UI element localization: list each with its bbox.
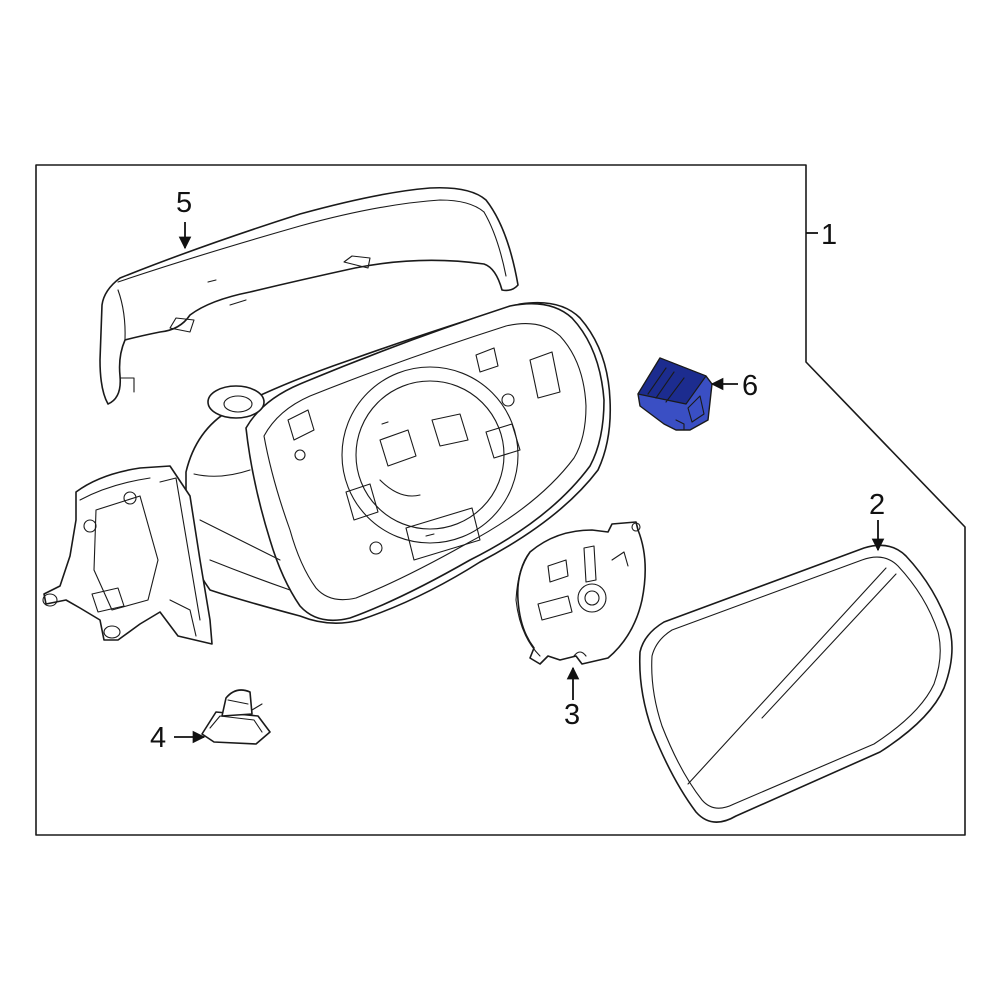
callout-1[interactable]: 1 — [821, 219, 837, 251]
mirror-base[interactable] — [42, 465, 213, 645]
part-2-mirror-glass[interactable] — [638, 544, 953, 823]
callout-4[interactable]: 4 — [150, 722, 166, 754]
callout-6[interactable]: 6 — [742, 370, 758, 402]
part-4-lamp[interactable] — [201, 689, 271, 745]
part-6-top-face — [637, 357, 707, 405]
callout-2[interactable]: 2 — [869, 489, 885, 521]
part-5-mirror-cover[interactable] — [99, 186, 519, 405]
callout-3[interactable]: 3 — [564, 699, 580, 731]
part-6-module[interactable] — [637, 357, 713, 431]
callout-5[interactable]: 5 — [176, 187, 192, 219]
mirror-housing[interactable] — [185, 301, 612, 624]
part-3-backing-plate[interactable] — [515, 521, 646, 665]
assembly-frame — [35, 164, 966, 836]
